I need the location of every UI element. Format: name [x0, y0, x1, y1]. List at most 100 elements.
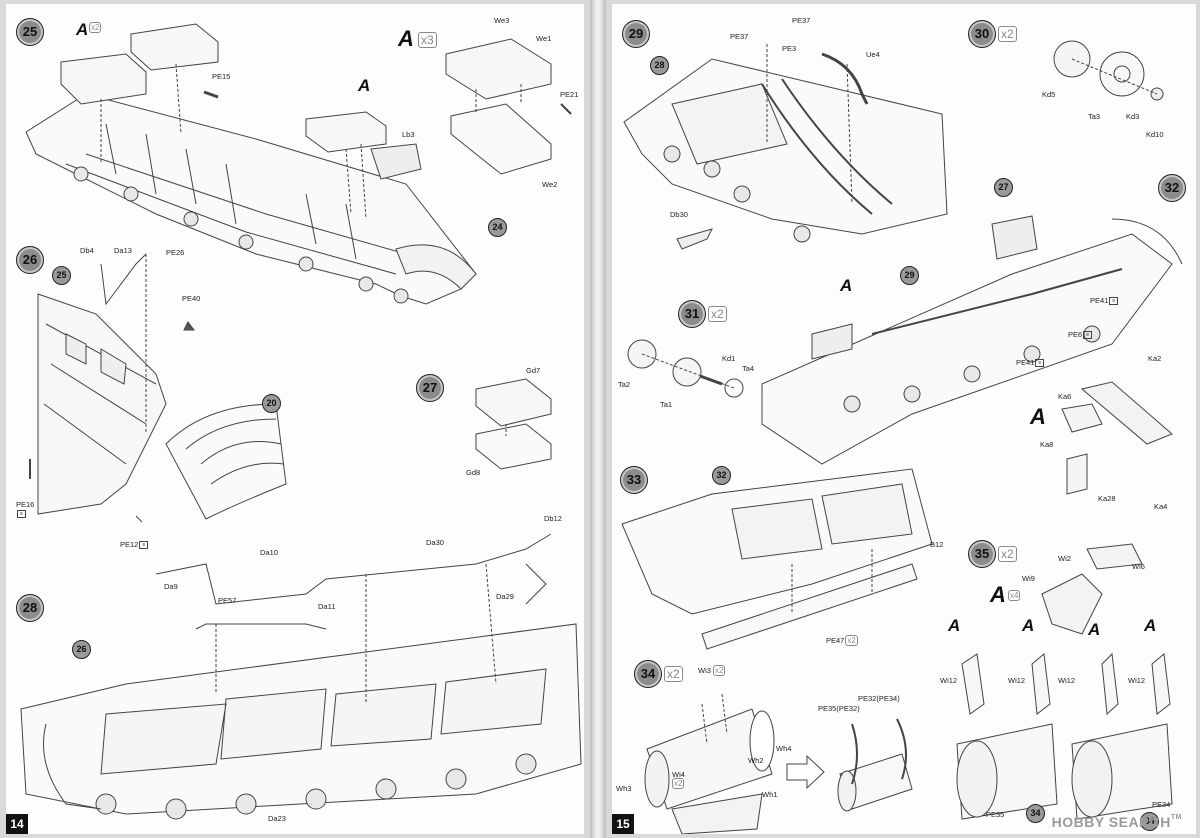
part-label: We2	[542, 180, 558, 189]
kit-part-a-label: A	[840, 276, 853, 295]
part-label: Kd10	[1146, 130, 1164, 139]
watermark: HOBBY SEARCHTM	[1051, 814, 1182, 830]
part-label: Da10	[260, 548, 278, 557]
step-33-assembly-drawing	[621, 468, 933, 650]
part-label: Wi12	[1008, 676, 1026, 685]
kit-part-a-label: A	[76, 20, 89, 39]
reference-step-29: 29	[900, 266, 919, 285]
part-label: Da13	[114, 246, 132, 255]
part-label: PE15	[212, 72, 231, 81]
part-label: Da23	[268, 814, 286, 823]
quantity-badge: x2	[708, 306, 727, 322]
kit-part-a-label: A	[990, 582, 1006, 607]
part-label: Wh4	[776, 744, 792, 753]
part-label: Ka6	[1058, 392, 1072, 401]
page-number: 14	[6, 814, 28, 834]
step-34-assembly-drawing	[644, 693, 913, 834]
quantity-badge: x2	[998, 546, 1017, 562]
right-page-line-art	[621, 40, 1183, 834]
left-page-line-art	[20, 23, 582, 820]
part-label: PE3	[782, 44, 797, 53]
step-number-28: 28	[16, 594, 44, 622]
quantity-badge: x2	[664, 666, 683, 682]
part-label: Db30	[670, 210, 688, 219]
kit-part-a-label: A	[948, 616, 961, 635]
part-label: Ka8	[1040, 440, 1054, 449]
part-label: PE12≡	[120, 540, 149, 550]
part-label: Ta4	[742, 364, 755, 373]
part-label: PE37	[792, 16, 811, 25]
part-label: PE41≡	[1090, 296, 1119, 306]
step-35-assembly-drawing	[956, 543, 1173, 820]
part-label: PE35(PE32)	[818, 704, 860, 713]
part-label: Wh1	[762, 790, 778, 799]
part-label: Wi6	[1132, 562, 1145, 571]
kit-part-a-label: A	[1030, 404, 1046, 429]
step-32-assembly-drawing	[761, 215, 1183, 495]
part-label: PE35	[986, 810, 1005, 819]
part-label: Db4	[80, 246, 94, 255]
part-label: PE16≡	[16, 500, 35, 519]
part-label: Gd7	[526, 366, 541, 375]
part-label: We3	[494, 16, 510, 25]
part-label: PE41≡	[1016, 358, 1045, 368]
part-label: Ka2	[1148, 354, 1162, 363]
step-number-33: 33	[620, 466, 648, 494]
step-30-assembly-drawing	[1053, 40, 1164, 101]
part-label: Ka4	[1154, 502, 1168, 511]
kit-part-a-label: A	[1088, 620, 1101, 639]
reference-step-27: 27	[994, 178, 1013, 197]
part-label: Ue4	[866, 50, 880, 59]
reference-step-20: 20	[262, 394, 281, 413]
part-label: PE32(PE34)	[858, 694, 900, 703]
part-label: PE40	[182, 294, 201, 303]
part-label: Da29	[496, 592, 514, 601]
part-label: Ta1	[660, 400, 673, 409]
step-28-assembly-drawing	[20, 533, 582, 820]
part-label: Wi12	[1058, 676, 1076, 685]
kit-part-a-label: A	[358, 76, 371, 95]
part-label: Kd1	[722, 354, 736, 363]
quantity-badge: x4	[1008, 590, 1021, 601]
part-label: Wi2	[1058, 554, 1071, 563]
reference-step-28: 28	[650, 56, 669, 75]
step-number-34: 34	[634, 660, 662, 688]
quantity-badge: x3	[418, 32, 437, 48]
kit-part-a-label: A	[398, 26, 414, 51]
page-number: 15	[612, 814, 634, 834]
part-label: Ta2	[618, 380, 631, 389]
step-31-assembly-drawing	[627, 339, 744, 398]
part-label: Kd3	[1126, 112, 1140, 121]
step-number-26: 26	[16, 246, 44, 274]
part-label: Ka28	[1098, 494, 1116, 503]
step-number-35: 35	[968, 540, 996, 568]
part-label: Wi12	[940, 676, 958, 685]
reference-step-34: 34	[1140, 812, 1159, 831]
part-label: PE21	[560, 90, 579, 99]
step-number-32: 32	[1158, 174, 1186, 202]
quantity-badge: x2	[998, 26, 1017, 42]
step-27-assembly-drawing	[475, 378, 552, 470]
page-gutter	[590, 0, 606, 838]
part-label: Wh3	[616, 784, 632, 793]
part-label: PE26	[166, 248, 185, 257]
part-label: Db12	[544, 514, 562, 523]
part-label: PE6≡	[1068, 330, 1093, 340]
reference-step-24: 24	[488, 218, 507, 237]
step-number-31: 31	[678, 300, 706, 328]
kit-part-a-label: A	[1144, 616, 1157, 635]
part-label: We1	[536, 34, 552, 43]
part-label: Lb3	[402, 130, 415, 139]
part-label: Ta3	[1088, 112, 1101, 121]
part-label: Da30	[426, 538, 444, 547]
step-number-27: 27	[416, 374, 444, 402]
part-label: Da11	[318, 602, 336, 611]
step-26-assembly-drawing	[29, 253, 287, 523]
part-label: Wi9	[1022, 574, 1035, 583]
kit-part-a-label: A	[1022, 616, 1035, 635]
part-label: PE57	[218, 596, 237, 605]
part-label: PE34	[1152, 800, 1171, 809]
quantity-badge: x2	[89, 22, 102, 33]
